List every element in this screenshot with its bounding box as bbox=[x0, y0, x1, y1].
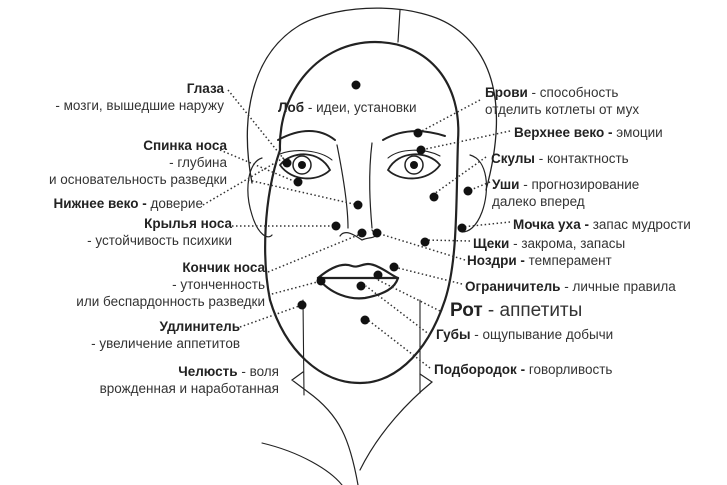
label-nostrils: Ноздри - темперамент bbox=[467, 252, 612, 269]
hair-outline bbox=[246, 7, 498, 191]
label-jaw-desc2: врожденная и наработанная bbox=[99, 381, 279, 396]
label-nose-wings-desc: - устойчивость психики bbox=[87, 233, 232, 248]
label-upper-eyelid-term: Верхнее веко - bbox=[514, 125, 617, 140]
label-cheekbones: Скулы - контактность bbox=[491, 151, 629, 166]
label-nose-bridge: Спинка носа - глубина и основательность … bbox=[49, 137, 227, 188]
label-lower-eyelid: Нижнее веко - доверие bbox=[54, 195, 203, 212]
label-eyebrows-term: Брови bbox=[485, 85, 528, 100]
label-nose-bridge-desc2: и основательность разведки bbox=[48, 172, 227, 187]
label-earlobe-desc: запас мудрости bbox=[592, 217, 691, 232]
nose-bridge-left bbox=[336, 144, 349, 229]
label-mouth-term: Рот bbox=[450, 300, 483, 321]
label-jaw: Челюсть - воля врожденная и наработанная bbox=[99, 364, 279, 396]
label-jaw-term: Челюсть bbox=[178, 364, 238, 379]
label-chin-desc: говорливость bbox=[528, 362, 613, 377]
label-chin: Подбородок - говорливость bbox=[434, 361, 612, 378]
label-extender: Удлинитель - увеличение аппетитов bbox=[91, 318, 240, 352]
label-limiter: Ограничитель - личные правила bbox=[465, 279, 676, 294]
upper-lip bbox=[316, 262, 400, 280]
label-lower-eyelid-term: Нижнее веко - bbox=[53, 196, 151, 211]
face-outline bbox=[264, 40, 460, 385]
label-nose-tip-term: Кончик носа bbox=[182, 260, 265, 275]
nose-bridge-right bbox=[369, 142, 373, 229]
label-upper-eyelid: Верхнее веко - эмоции bbox=[514, 124, 663, 141]
label-nostrils-desc: темперамент bbox=[528, 253, 612, 268]
label-nose-wings-term: Крылья носа bbox=[144, 216, 232, 231]
left-ear bbox=[247, 157, 273, 238]
collar bbox=[290, 371, 434, 485]
label-cheeks-term: Щеки bbox=[473, 236, 510, 251]
label-earlobe-term: Мочка уха - bbox=[513, 217, 593, 232]
label-ears: Уши - прогнозирование далеко вперед bbox=[492, 177, 640, 209]
label-limiter-term: Ограничитель bbox=[465, 279, 561, 294]
label-ears-desc2: далеко вперед bbox=[492, 194, 585, 209]
label-cheeks-desc: закрома, запасы bbox=[521, 236, 626, 251]
lower-lip bbox=[316, 276, 400, 300]
label-eyebrows-desc2: отделить котлеты от мух bbox=[485, 102, 640, 117]
label-jaw-desc: воля bbox=[249, 364, 279, 379]
right-ear bbox=[461, 154, 488, 233]
label-lower-eyelid-desc: доверие bbox=[150, 196, 203, 211]
label-lips-desc: ощупывание добычи bbox=[482, 327, 614, 342]
label-nose-wings: Крылья носа - устойчивость психики bbox=[87, 215, 232, 249]
label-upper-eyelid-desc: эмоции bbox=[616, 125, 663, 140]
label-cheeks: Щеки - закрома, запасы bbox=[473, 236, 626, 251]
left-eye bbox=[278, 153, 332, 180]
label-lips-term: Губы bbox=[436, 327, 471, 342]
label-forehead: Лоб - идеи, установки bbox=[278, 100, 417, 115]
label-eyebrows: Брови - способность отделить котлеты от … bbox=[485, 85, 640, 117]
label-mouth-desc: аппетиты bbox=[499, 300, 583, 321]
label-forehead-desc: идеи, установки bbox=[316, 100, 417, 115]
label-cheekbones-desc: контактность bbox=[546, 151, 629, 166]
label-nose-bridge-term: Спинка носа bbox=[143, 138, 227, 153]
label-lips: Губы - ощупывание добычи bbox=[436, 327, 614, 342]
label-nose-tip: Кончик носа - утонченность или беспардон… bbox=[76, 259, 265, 310]
label-eyes-desc: - мозги, вышедшие наружу bbox=[55, 98, 224, 113]
label-chin-term: Подбородок - bbox=[434, 362, 529, 377]
right-eye bbox=[386, 153, 442, 180]
label-eyes-term: Глаза bbox=[186, 81, 224, 96]
label-extender-term: Удлинитель bbox=[159, 319, 240, 334]
label-cheekbones-term: Скулы bbox=[491, 151, 535, 166]
left-eyebrow bbox=[277, 130, 336, 141]
label-extender-desc: - увеличение аппетитов bbox=[91, 336, 240, 351]
label-eyebrows-desc: способность bbox=[539, 85, 619, 100]
label-mouth: Рот - аппетиты bbox=[450, 300, 583, 321]
label-nostrils-term: Ноздри - bbox=[467, 253, 529, 268]
label-ears-term: Уши bbox=[492, 177, 520, 192]
label-ears-desc: прогнозирование bbox=[531, 177, 640, 192]
label-earlobe: Мочка уха - запас мудрости bbox=[513, 216, 691, 233]
label-nose-tip-desc: - утонченность bbox=[172, 277, 265, 292]
label-nose-tip-desc2: или беспардонность разведки bbox=[76, 294, 265, 309]
label-forehead-term: Лоб bbox=[278, 100, 305, 115]
label-nose-bridge-desc: - глубина bbox=[169, 155, 227, 170]
label-limiter-desc: личные правила bbox=[572, 279, 676, 294]
label-eyes: Глаза - мозги, вышедшие наружу bbox=[55, 80, 224, 114]
right-eyebrow bbox=[382, 130, 446, 141]
